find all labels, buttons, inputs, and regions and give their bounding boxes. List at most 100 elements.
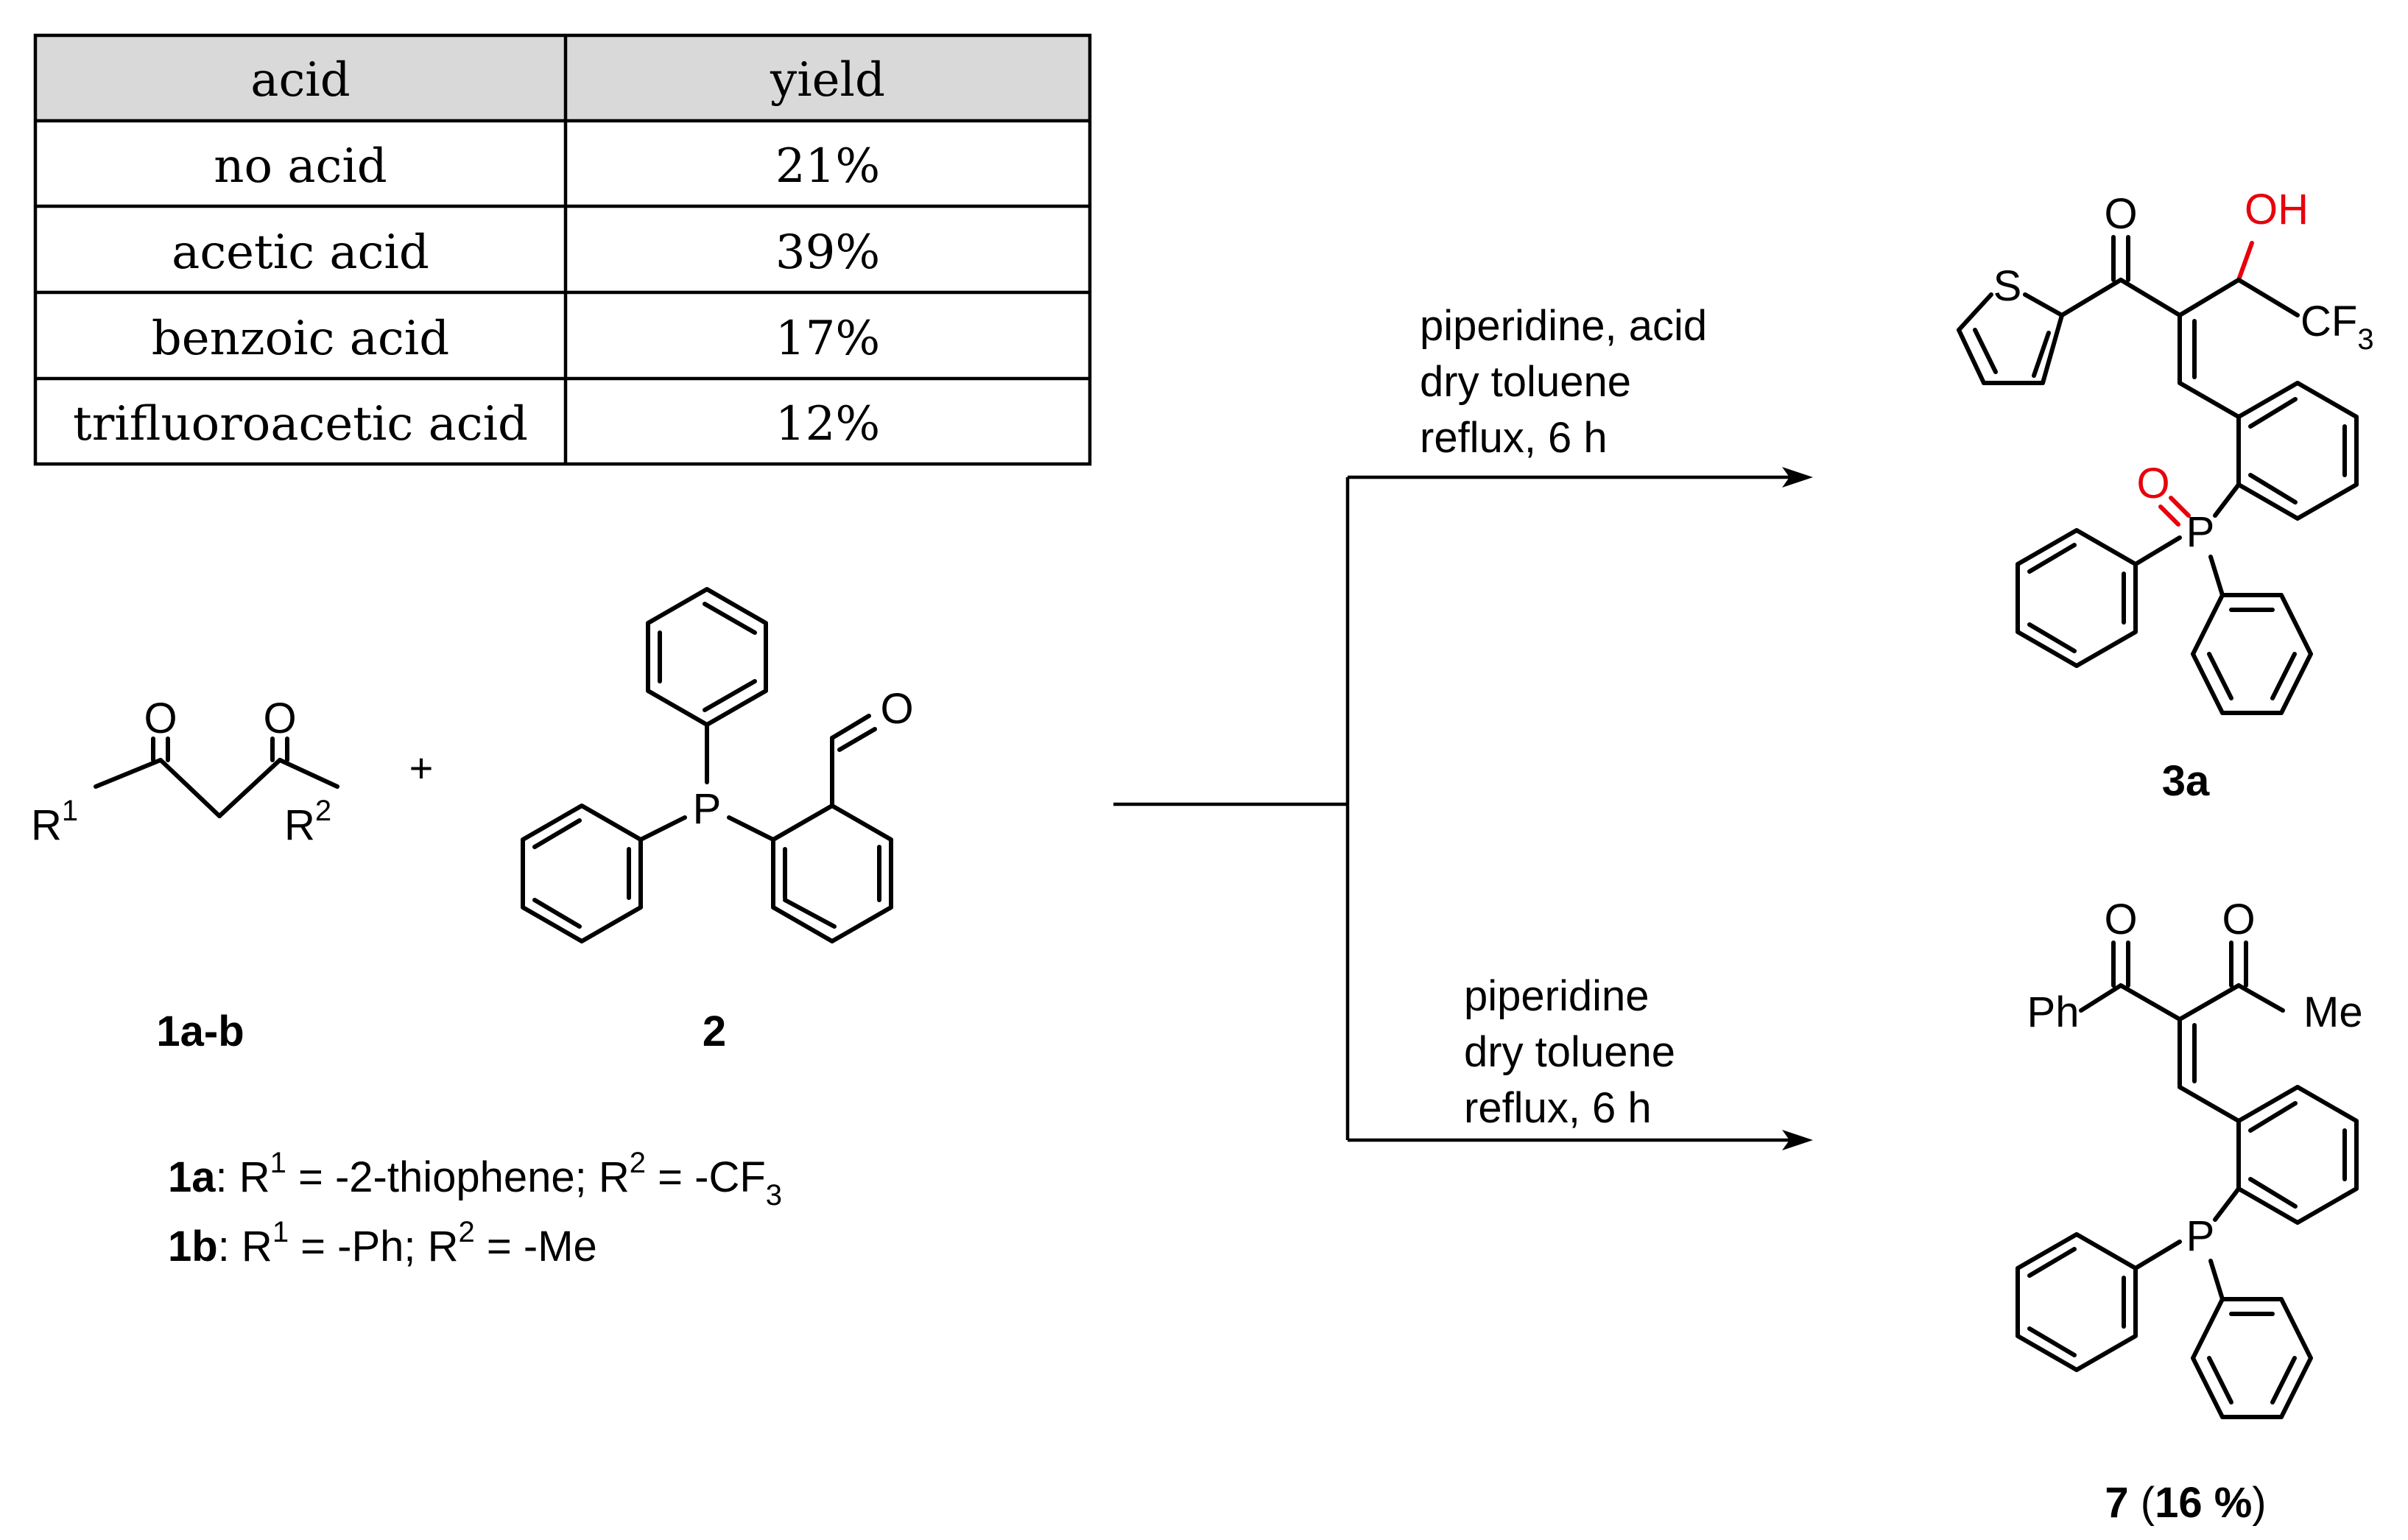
r2-group: R2 [284, 795, 331, 849]
condition-top-1: piperidine, acid [1420, 302, 1707, 350]
aromatic-bond [703, 602, 757, 635]
aromatic-bond [2248, 1177, 2298, 1209]
aromatic-bond [2207, 1356, 2233, 1404]
oxygen-atom: O [2222, 896, 2255, 943]
table-header-acid: acid [250, 53, 350, 108]
bond [2236, 983, 2285, 1013]
bond [158, 758, 222, 818]
oxygen-atom: O [880, 685, 913, 733]
aromatic-bond [532, 898, 582, 929]
aromatic-bond [1973, 328, 1998, 374]
product-3a-label: 3a [2162, 757, 2210, 805]
carbonyl-bond [837, 727, 877, 752]
aromatic-bond [2248, 473, 2298, 504]
plus-sign: + [409, 745, 434, 791]
aromatic-bond [2032, 331, 2051, 378]
oxygen-atom: O [2104, 190, 2137, 238]
aromatic-bond [2207, 652, 2233, 700]
table-cell-acid: trifluoroacetic acid [73, 397, 528, 451]
phenyl-ring [521, 804, 643, 943]
definition-1a: 1a: R1 = -2-thiophene; R2 = -CF3 [168, 1147, 782, 1212]
bond [2133, 535, 2182, 566]
aromatic-bond [2270, 1356, 2297, 1404]
phenyl-ring [2016, 1232, 2138, 1372]
aromatic-bond [2027, 1247, 2077, 1278]
bond [2060, 278, 2123, 317]
phosphoryl-oxygen: O [2136, 460, 2169, 507]
aryl-ring [2236, 381, 2359, 521]
condition-top-3: reflux, 6 h [1420, 414, 1608, 462]
reactant-2-label: 2 [703, 1008, 726, 1055]
table-cell-yield: 39% [775, 225, 880, 280]
aryl-ring [2236, 1085, 2359, 1225]
bond [1957, 292, 1993, 332]
oxygen-atom: O [263, 695, 296, 742]
carbonyl-bond [830, 714, 871, 740]
bond [2178, 381, 2241, 419]
arrowhead-top [1782, 467, 1813, 488]
bond [2133, 1240, 2182, 1270]
aromatic-bond [783, 898, 837, 929]
phenyl-group: Ph [2027, 988, 2080, 1036]
bond [727, 815, 775, 842]
phosphorus-atom: P [2186, 1212, 2215, 1260]
table-cell-acid: no acid [214, 139, 387, 194]
bond [2236, 278, 2300, 317]
bond [638, 815, 687, 842]
table-header-background [35, 35, 1090, 121]
bond [2213, 482, 2241, 518]
bond [1957, 328, 1986, 385]
table-cell-acid: benzoic acid [152, 312, 449, 366]
bond [217, 758, 282, 818]
bond [2119, 278, 2182, 317]
bond [2119, 983, 2182, 1022]
reaction-arrows [1113, 467, 1813, 1150]
arrowhead-bottom [1782, 1130, 1813, 1150]
bond [278, 758, 339, 789]
r1-group: R1 [31, 795, 78, 849]
product-7-label: 7 (16 %) [2105, 1479, 2266, 1527]
reactant-phosphine-aldehyde: P O [521, 587, 914, 943]
reactant-1-label: 1a-b [156, 1008, 244, 1055]
aryl-ring [771, 804, 893, 943]
phenyl-ring [2191, 593, 2313, 715]
bond [2178, 278, 2241, 317]
product-7-structure: Ph O O Me P [2016, 896, 2363, 1419]
hydroxyl-bond [2236, 241, 2254, 282]
bond [2079, 983, 2123, 1013]
table-border [33, 33, 1092, 466]
bond [2041, 313, 2064, 385]
aromatic-bond [2027, 1326, 2077, 1357]
condition-top-2: dry toluene [1420, 358, 1631, 406]
condition-bottom-3: reflux, 6 h [1464, 1084, 1652, 1132]
phenyl-ring [2191, 1297, 2313, 1419]
oxygen-atom: O [144, 695, 177, 742]
condition-bottom-1: piperidine [1464, 972, 1650, 1020]
table-cell-yield: 12% [775, 397, 880, 451]
cf3-group: CF3 [2300, 298, 2374, 356]
bond [2208, 1259, 2225, 1301]
aromatic-bond [2027, 543, 2077, 574]
bond [2178, 983, 2241, 1022]
reactant-diketone: O O R1 R2 [31, 695, 339, 849]
sulfur-atom: S [1993, 262, 2022, 310]
definition-1b: 1b: R1 = -Ph; R2 = -Me [168, 1216, 597, 1270]
table-cell-acid: acetic acid [172, 225, 429, 280]
hydroxyl-group: OH [2245, 186, 2309, 233]
bond [2178, 1085, 2241, 1123]
oxygen-atom: O [2104, 896, 2137, 943]
bond [2213, 1186, 2241, 1222]
aromatic-bond [2270, 652, 2297, 700]
table-header-yield: yield [770, 53, 885, 108]
bond [2023, 292, 2064, 317]
phosphoryl-bond [2158, 504, 2180, 527]
phosphorus-atom: P [2186, 508, 2215, 556]
condition-bottom-2: dry toluene [1464, 1028, 1675, 1076]
phosphoryl-bond [2169, 496, 2191, 518]
table-cell-yield: 21% [775, 139, 880, 194]
bond [94, 758, 163, 789]
aromatic-bond [2248, 1101, 2298, 1133]
table-cell-yield: 17% [775, 312, 880, 366]
product-3a-structure: S O OH CF3 P O [1957, 186, 2374, 715]
